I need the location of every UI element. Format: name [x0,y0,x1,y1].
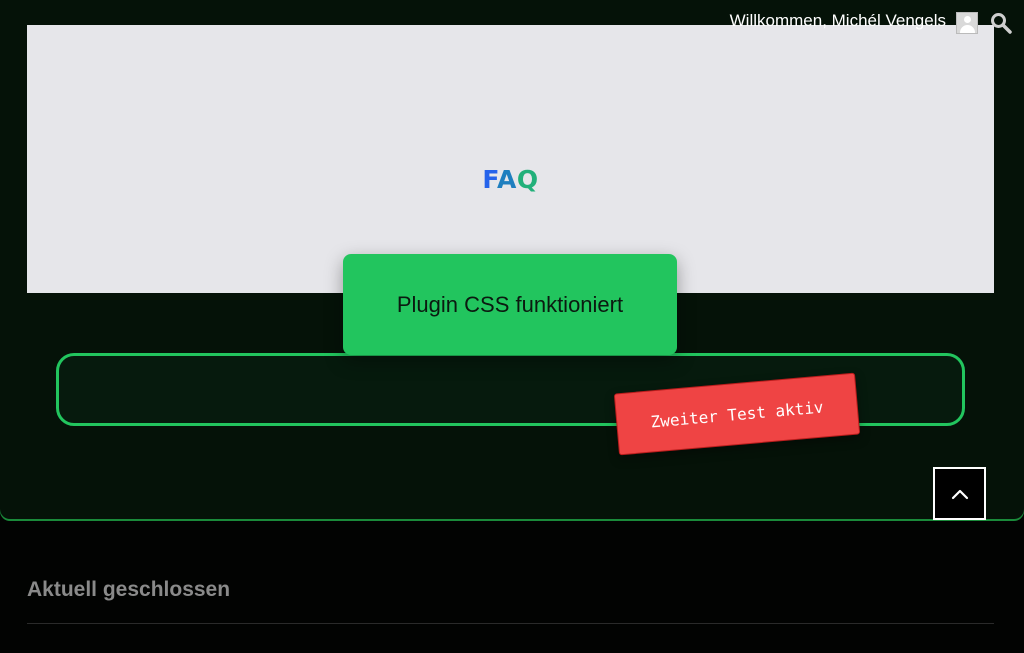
hero-banner: FAQ [27,25,994,293]
faq-logo-letter-q: Q [516,165,539,194]
avatar-head [964,16,971,23]
search-icon [991,13,1012,34]
plugin-css-notice-text: Plugin CSS funktioniert [396,291,624,317]
search-button[interactable] [988,10,1014,36]
second-test-badge-text: Zweiter Test aktiv [649,396,825,432]
plugin-css-notice: Plugin CSS funktioniert [343,254,677,355]
user-avatar-icon[interactable] [956,12,978,34]
chevron-up-icon [951,489,968,499]
welcome-text: Willkommen, Michél Vengels [729,11,946,30]
avatar-shoulders [960,25,975,33]
faq-logo-letter-f: F [482,165,498,194]
faq-logo-letter-a: A [497,165,517,194]
top-bar: Willkommen, Michél Vengels [730,10,1014,36]
footer-divider [27,623,994,624]
scroll-to-top-button[interactable] [933,467,986,520]
footer-heading: Aktuell geschlossen [27,578,231,601]
faq-logo: FAQ [27,165,994,194]
